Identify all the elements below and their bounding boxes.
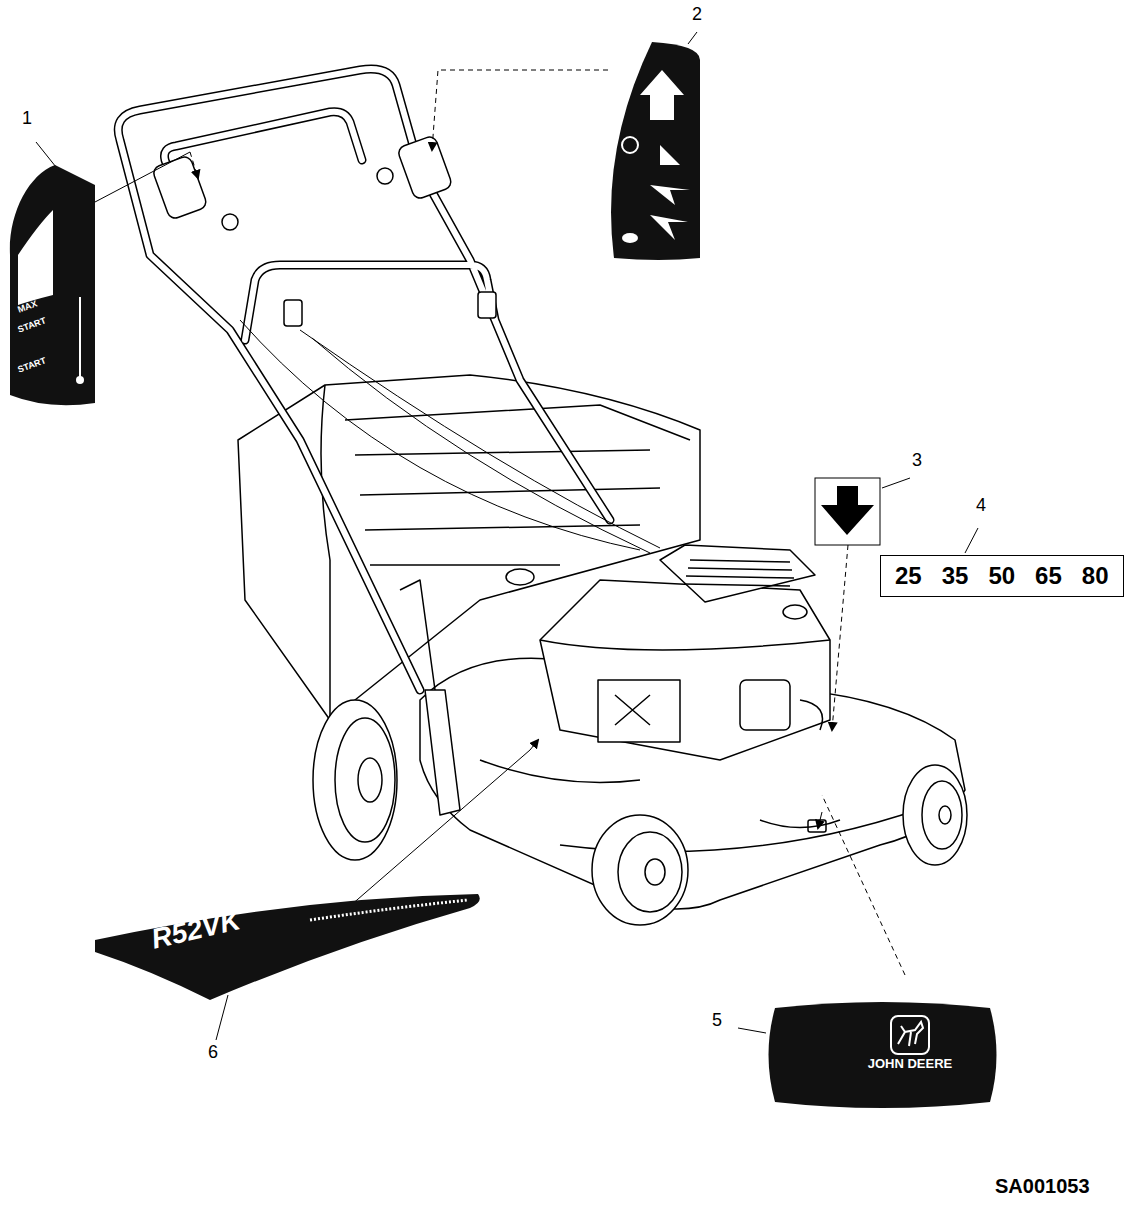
- callout-number: 2: [692, 4, 702, 25]
- brand-name: JOHN DEERE: [868, 1056, 953, 1071]
- cutting-height-decal: 25 35 50 65 80: [880, 555, 1124, 597]
- callout-number: 4: [976, 495, 986, 516]
- callout-number: 6: [208, 1042, 218, 1063]
- callout-number: 3: [912, 450, 922, 471]
- throttle-decal: MAXSTARTSTART: [8, 165, 98, 407]
- height-value: 50: [988, 562, 1015, 590]
- decal-shape: [765, 1000, 1000, 1110]
- height-value: 65: [1035, 562, 1062, 590]
- height-value: 25: [895, 562, 922, 590]
- height-value: 35: [942, 562, 969, 590]
- callout-number: 1: [22, 108, 32, 129]
- callout-number: 5: [712, 1010, 722, 1031]
- decal-shape: [90, 890, 485, 1005]
- drawing-number: SA001053: [995, 1175, 1090, 1198]
- model-decal: R52VK: [90, 890, 485, 1005]
- height-value: 80: [1082, 562, 1109, 590]
- brand-decal: JOHN DEERE: [765, 1000, 1000, 1110]
